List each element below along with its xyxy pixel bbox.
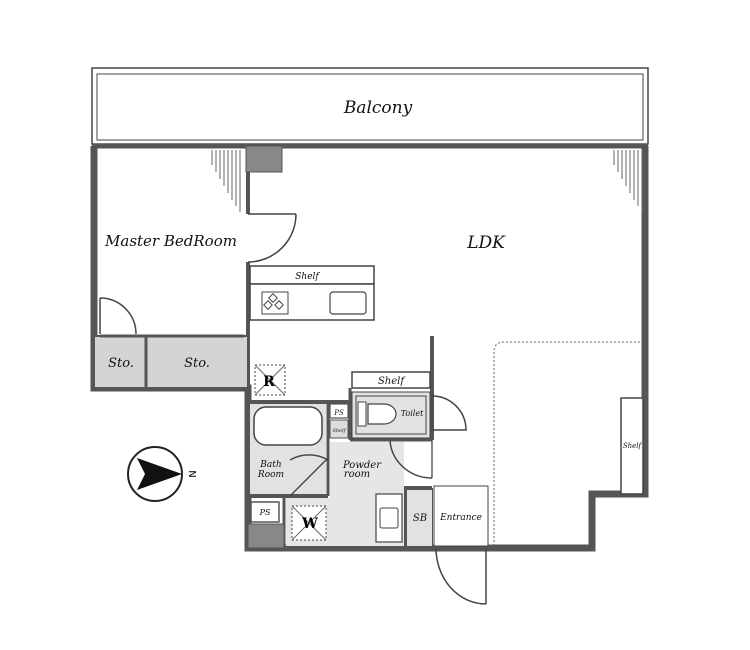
bath-room-label-2: Room	[257, 470, 284, 480]
refrigerator-label: R	[263, 374, 275, 390]
powder-room-label-1: Powder	[342, 460, 382, 471]
structural-column	[245, 145, 283, 173]
kitchen-shelf-label: Shelf	[295, 272, 320, 282]
kitchen-counter: Shelf	[249, 265, 375, 321]
storage-area: Sto. Sto.	[93, 334, 249, 389]
shoe-box-label: SB	[413, 513, 427, 524]
storage-2-label: Sto.	[184, 356, 210, 371]
washer-label: W	[301, 516, 318, 532]
compass-north-label: N	[186, 470, 197, 477]
toilet-bowl-icon	[357, 401, 367, 427]
balcony: Balcony	[91, 67, 649, 147]
toilet-label: Toilet	[401, 409, 424, 418]
toilet-door[interactable]	[431, 395, 467, 431]
powder-room-door[interactable]	[389, 439, 433, 479]
toilet-room: Shelf Toilet	[351, 371, 431, 439]
column-bottom-left	[247, 523, 285, 549]
window-hatch-bedroom	[211, 150, 241, 212]
washer: W	[291, 505, 327, 541]
entrance-area: SB Entrance	[407, 485, 489, 547]
window-hatch-ldk	[613, 150, 643, 212]
bath-door[interactable]	[289, 454, 329, 497]
master-bedroom-label: Master BedRoom	[104, 232, 237, 250]
bath-room: Bath Room	[250, 404, 326, 494]
storage-1-label: Sto.	[108, 356, 134, 371]
ldk-label: LDK	[466, 233, 506, 253]
washbasin-icon	[375, 493, 403, 543]
sink-icon	[329, 291, 367, 315]
closet-door[interactable]	[99, 297, 137, 335]
toilet-ps: PS Shelf	[329, 403, 349, 439]
toilet-ps-label: PS	[333, 409, 344, 417]
front-door[interactable]	[435, 547, 487, 605]
toilet-shelf-label: Shelf	[378, 376, 406, 387]
compass: N	[127, 446, 197, 502]
bath-room-label-1: Bath	[259, 460, 281, 470]
powder-room-label-2: room	[344, 469, 370, 480]
bathtub-icon	[253, 406, 323, 446]
entrance-label: Entrance	[439, 513, 482, 523]
right-shelf: Shelf	[620, 397, 644, 495]
bedroom-door[interactable]	[247, 213, 297, 263]
small-shelf-label: Shelf	[332, 428, 346, 434]
compass-arrow-icon	[137, 458, 182, 490]
bath-ps-label: PS	[259, 508, 271, 517]
right-shelf-label: Shelf	[623, 442, 643, 450]
bath-ps-box	[250, 501, 280, 523]
refrigerator: R	[254, 364, 286, 396]
balcony-label: Balcony	[343, 98, 413, 118]
